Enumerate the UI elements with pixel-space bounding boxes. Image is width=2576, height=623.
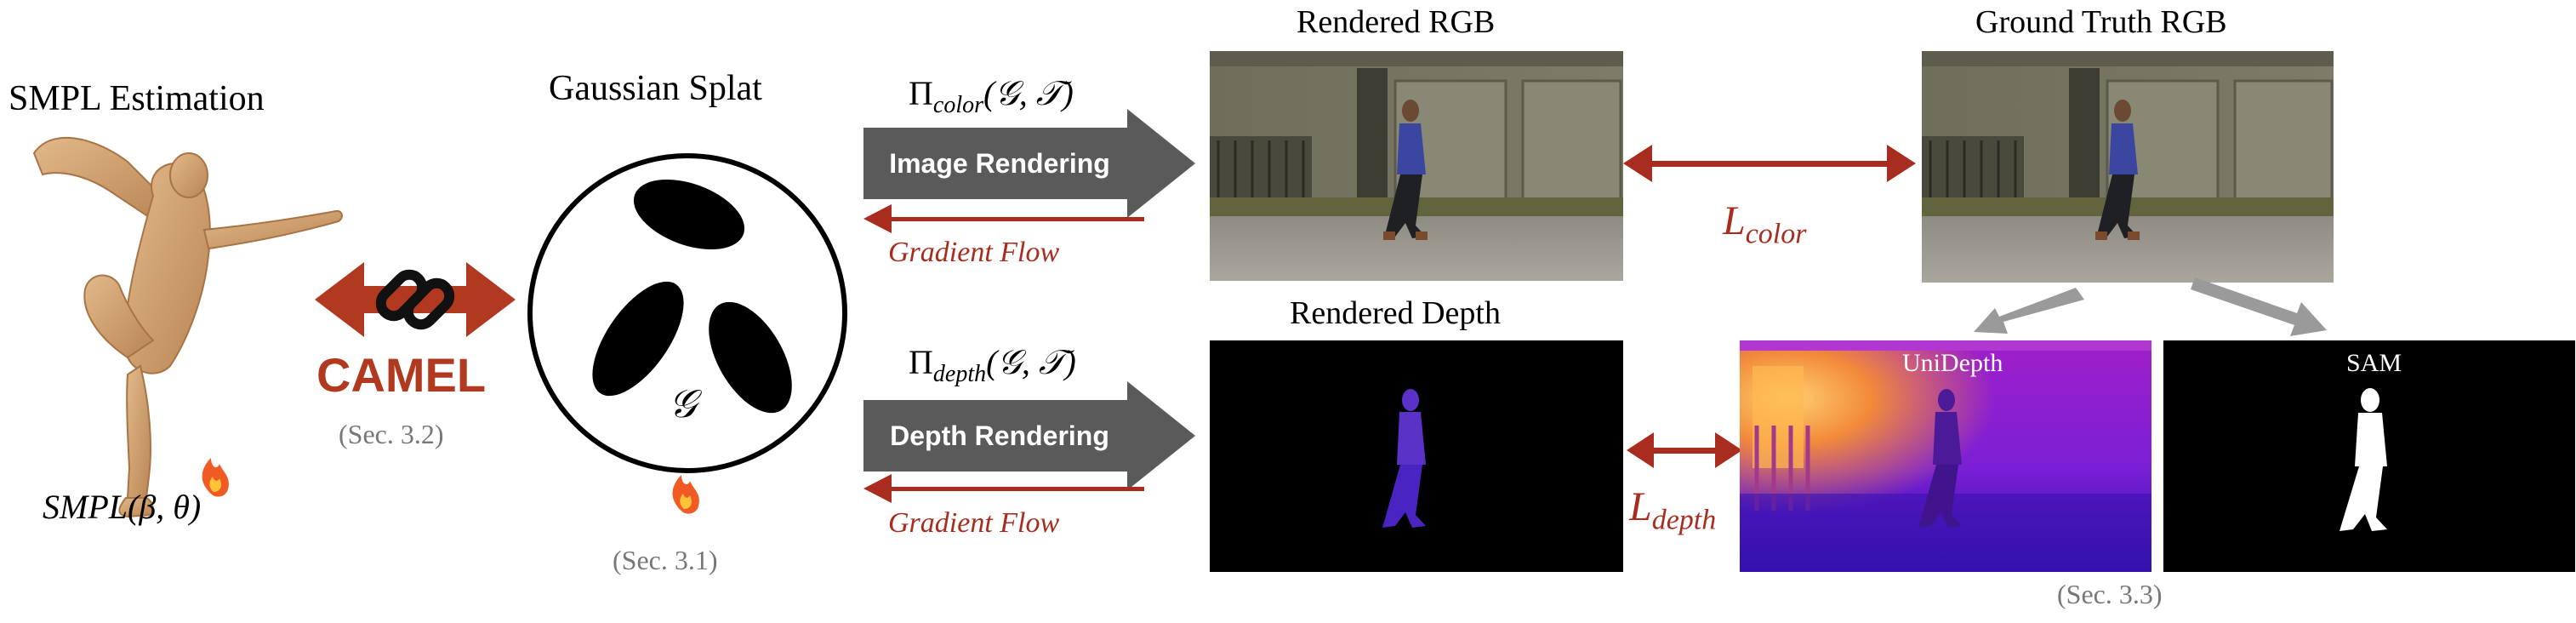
depth-formula: Πdepth(𝒢, 𝒯): [909, 343, 1076, 387]
gt-to-sam-arrow: [2191, 277, 2327, 336]
gt-to-unidepth-arrow: [1974, 288, 2084, 334]
depth-rendering-arrow: [863, 381, 1195, 490]
gaussian-section: (Sec. 3.1): [613, 545, 718, 575]
unidepth-title: UniDepth: [1902, 349, 2003, 377]
smpl-formula: SMPL(β, θ): [43, 488, 202, 526]
color-loss-label: Lcolor: [1723, 198, 1807, 250]
rendered-depth-image: [1210, 340, 1623, 572]
ground-truth-rgb-image: [1922, 51, 2334, 283]
depth-gradient-arrow: [863, 474, 1144, 503]
image-rendering-arrow: [863, 109, 1195, 218]
depth-loss-label: Ldepth: [1629, 484, 1717, 536]
camel-section: (Sec. 3.2): [339, 419, 444, 449]
gaussian-symbol: 𝒢: [669, 382, 697, 426]
smpl-fire-icon: [202, 458, 229, 497]
sam-mask-image: [2163, 340, 2575, 572]
camel-label: CAMEL: [316, 348, 487, 402]
sam-title: SAM: [2346, 349, 2402, 377]
gaussian-fire-icon: [672, 475, 699, 514]
smpl-title: SMPL Estimation: [9, 79, 265, 118]
panels-section: (Sec. 3.3): [2057, 579, 2163, 609]
unidepth-image: [1740, 340, 2151, 572]
gaussian-title: Gaussian Splat: [549, 69, 762, 108]
image-formula: Πcolor(𝒢, 𝒯): [909, 74, 1074, 118]
ground-truth-rgb-title: Ground Truth RGB: [1975, 4, 2227, 40]
depth-rendering-label: Depth Rendering: [890, 420, 1109, 451]
rendered-depth-title: Rendered Depth: [1290, 295, 1501, 331]
color-loss-double-arrow: [1623, 145, 1916, 182]
image-gradient-label: Gradient Flow: [888, 237, 1060, 268]
depth-loss-double-arrow: [1627, 432, 1742, 468]
smpl-body-figure: [32, 136, 343, 518]
gaussian-splat-circle: [527, 153, 847, 473]
rendered-rgb-image: [1210, 51, 1623, 281]
rendered-rgb-title: Rendered RGB: [1297, 4, 1496, 40]
depth-gradient-label: Gradient Flow: [888, 507, 1060, 539]
image-gradient-arrow: [863, 204, 1144, 233]
chain-link-icon: [375, 269, 455, 330]
image-rendering-label: Image Rendering: [889, 148, 1110, 179]
